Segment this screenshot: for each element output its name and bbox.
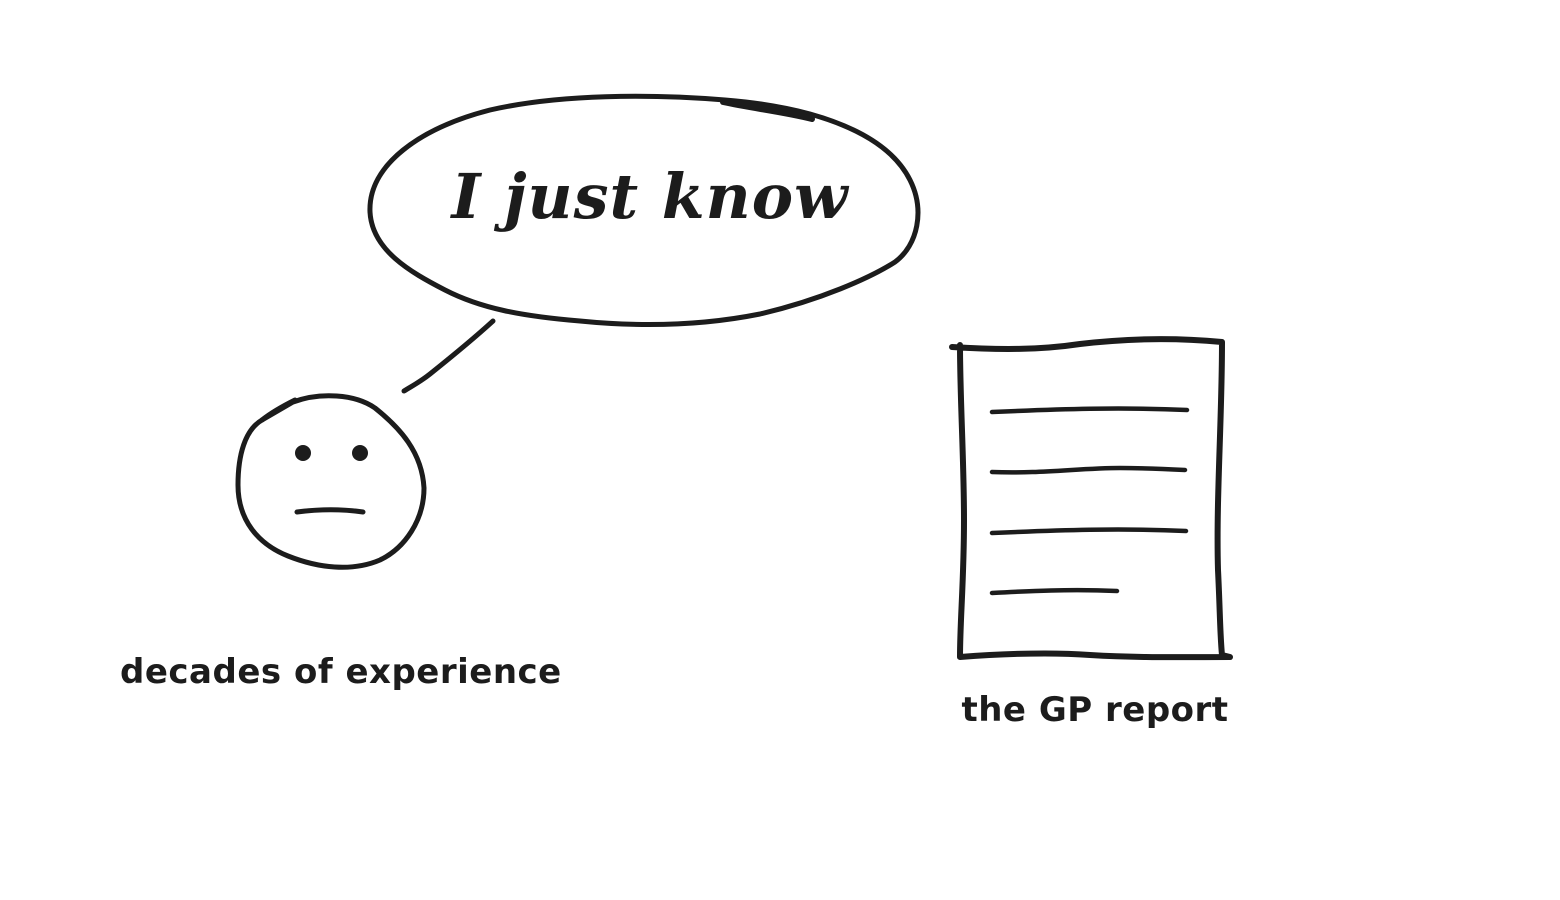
report-line-4 — [989, 587, 1120, 596]
speech-bubble-overlap-stroke — [720, 99, 815, 122]
report-document-outline — [949, 336, 1233, 661]
speech-bubble-outline — [367, 93, 921, 328]
report-line-2 — [989, 465, 1188, 475]
report-line-3 — [989, 527, 1189, 536]
face-outline-overlap — [259, 397, 298, 423]
left-eye-icon — [295, 445, 311, 461]
speech-bubble-text: I just know — [451, 160, 849, 233]
speech-bubble-tail — [401, 318, 496, 394]
face-outline — [235, 393, 427, 570]
report-line-1 — [989, 406, 1190, 415]
mouth-line — [294, 507, 366, 515]
report-label: the GP report — [961, 690, 1229, 730]
person-label: decades of experience — [120, 652, 562, 692]
right-eye-icon — [352, 445, 368, 461]
